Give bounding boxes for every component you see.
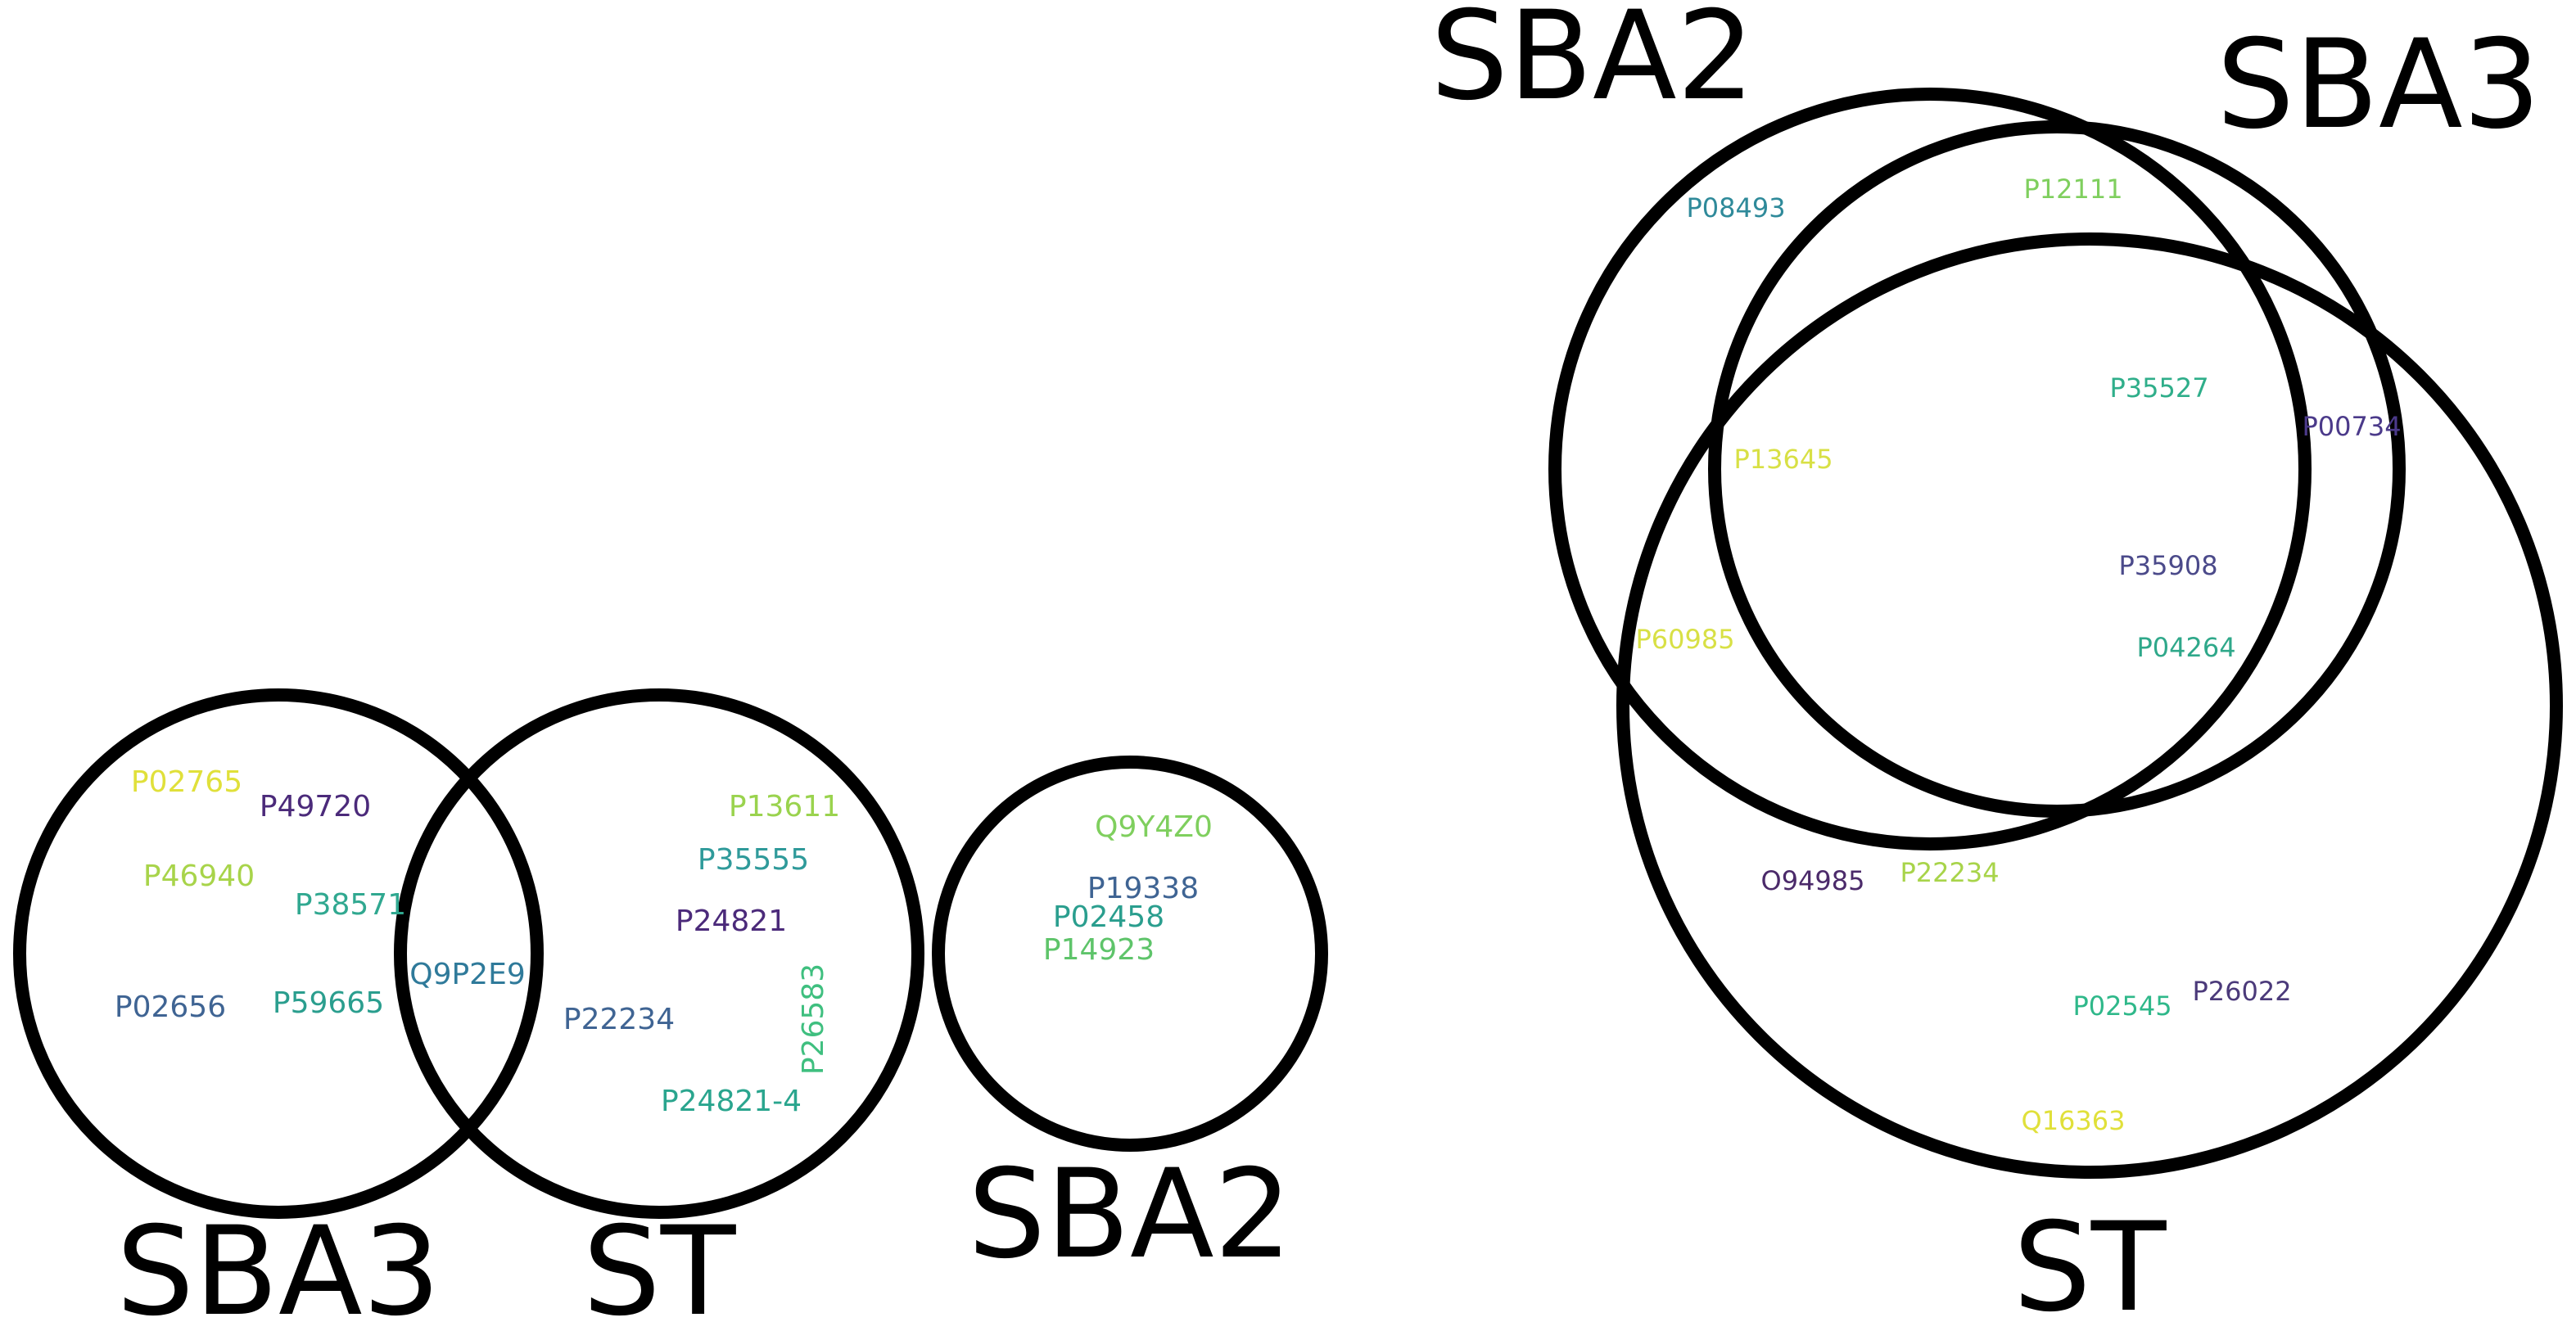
- item-label: P02656: [115, 990, 226, 1024]
- item-label: P22234: [1900, 857, 1999, 888]
- item-label: P60985: [1635, 624, 1734, 655]
- set-label-sba2: SBA2: [968, 1144, 1292, 1286]
- item-label: P26022: [2192, 976, 2291, 1007]
- set-label-st: ST: [583, 1201, 737, 1331]
- item-label: P02765: [131, 765, 242, 799]
- item-label: P35555: [698, 843, 809, 877]
- set-circle-sba3: [13, 688, 544, 1219]
- item-label: P35527: [2109, 372, 2208, 404]
- item-label: P19338: [1087, 872, 1199, 905]
- item-label: P08493: [1686, 192, 1785, 223]
- item-label: P04264: [2136, 632, 2235, 663]
- set-label-st: ST: [2013, 1197, 2167, 1331]
- item-label: P46940: [143, 860, 255, 893]
- item-label: Q16363: [2022, 1105, 2126, 1136]
- right-venn: SBA2 SBA3 ST P08493 P12111 P35527 P00734…: [1430, 0, 2563, 1331]
- item-label: P14923: [1043, 933, 1155, 967]
- item-label: P24821-4: [661, 1085, 802, 1118]
- set-circle-st: [394, 688, 924, 1219]
- set-circle-st: [1616, 232, 2563, 1179]
- set-label-sba3: SBA3: [2217, 14, 2541, 156]
- item-label: P35908: [2118, 550, 2217, 581]
- set-circle-sba2: [932, 756, 1328, 1152]
- set-circle-sba2: [1548, 88, 2312, 850]
- set-circle-sba3: [1708, 120, 2406, 818]
- item-label: Q9P2E9: [409, 958, 526, 991]
- item-label: P13645: [1733, 444, 1833, 475]
- item-label: P38571: [295, 888, 406, 922]
- item-label: P49720: [260, 790, 371, 823]
- item-label: Q9Y4Z0: [1095, 810, 1213, 844]
- item-label: P24821: [676, 905, 787, 938]
- item-label: P02545: [2072, 990, 2172, 1022]
- item-label: P13611: [729, 790, 840, 823]
- item-label: O94985: [1761, 865, 1865, 896]
- set-label-sba3: SBA3: [116, 1201, 441, 1331]
- left-venn: SBA3 ST SBA2 P02765 P49720 P46940 P38571…: [13, 688, 1328, 1331]
- item-label: P59665: [273, 986, 384, 1020]
- item-label: P00734: [2302, 411, 2401, 442]
- set-label-sba2: SBA2: [1430, 0, 1755, 128]
- item-label: P12111: [2023, 174, 2122, 205]
- item-label: P02458: [1053, 900, 1164, 934]
- item-label: P26583: [797, 963, 830, 1075]
- item-label: P22234: [563, 1003, 675, 1036]
